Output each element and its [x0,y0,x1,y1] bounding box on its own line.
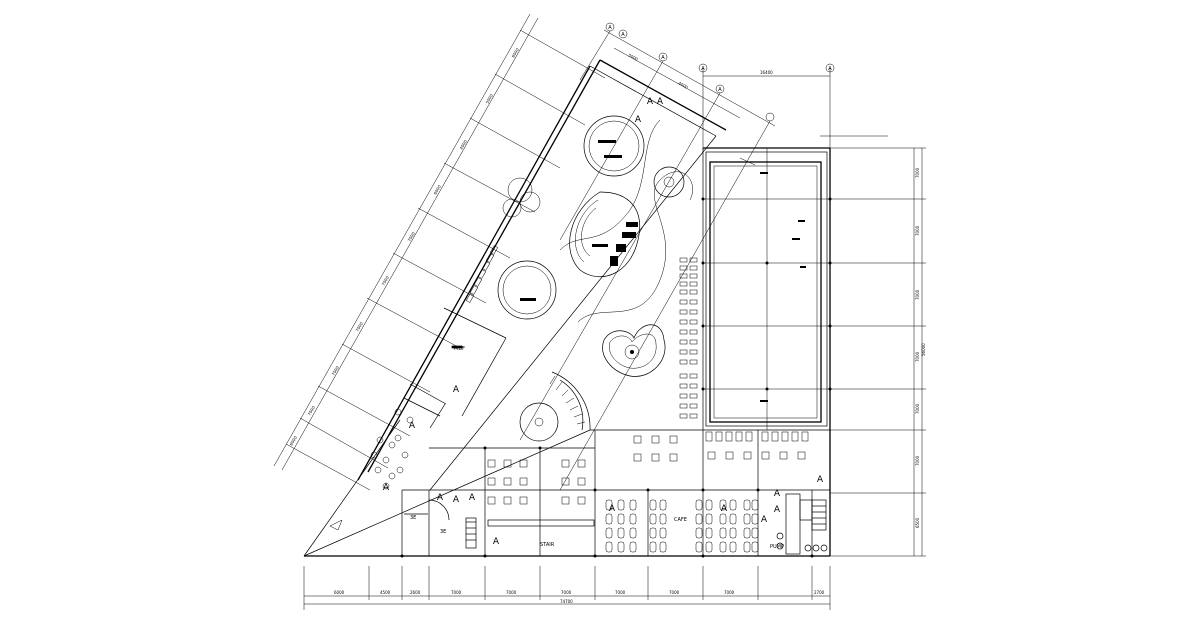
dim-text: 4000 [459,139,469,151]
landscape-features [497,115,693,442]
room-letter: A [409,421,416,431]
dim-text: 6000 [433,184,443,196]
room-letter: A [657,97,664,107]
bottom-dimension-lines [303,566,831,610]
dim-total-text: 56000 [921,343,926,356]
room-letter: A [383,483,390,493]
curved-stair [549,371,591,431]
room-letter: A [453,385,460,395]
room-letter: A [453,495,460,505]
room-tag: PUMP [770,544,784,550]
slanted-wall-seating [465,245,499,303]
dim-text: 7000 [915,403,920,414]
dim-text: 6500 [915,517,920,528]
dim-text: 7000 [355,321,365,333]
dining-tables-center [487,431,809,505]
dim-text: 7000 [561,590,572,595]
dim-text: 7000 [915,225,920,236]
room-letter: A [647,97,654,107]
room-tag: CAFE [674,517,687,523]
lounge-chairs [679,257,698,419]
axis-label: A [608,25,612,31]
dim-text: 7000 [915,167,920,178]
building-outline [303,59,831,557]
dim-text: 7000 [451,590,462,595]
room-tag: MDF [454,346,465,352]
dim-text: 5000 [628,53,640,63]
bottom-room-partitions [401,430,828,556]
room-tag: STAIR [540,542,555,548]
dim-text: 7000 [915,289,920,300]
dim-total-text: 74700 [560,599,573,604]
swimming-pool [703,148,830,430]
angle-marker [329,519,343,531]
top-dimension-line [698,63,888,150]
dim-text: 6000 [289,435,299,447]
room-letter: A [721,504,728,514]
diagonal-dimension-lines [273,13,776,491]
bottom-dimension-text: 6000 4500 2600 7000 7000 7000 7000 7000 … [334,590,825,604]
room-tags: MDF 3E 3E STAIR PUMP CAFE [410,346,784,550]
column-dots [400,197,832,558]
dim-text: 7000 [915,351,920,362]
axis-label: A [718,87,722,93]
dim-text: 7000 [331,365,341,377]
room-letter: A [469,493,476,503]
dim-text: 7000 [381,275,391,287]
room-letter: A [774,489,781,499]
room-letter: A [493,537,500,547]
dim-text: 2600 [410,590,421,595]
axis-label: A [701,66,705,72]
room-letter: A [817,475,824,485]
dim-text: 4000 [678,81,690,91]
room-tag: 3E [410,515,416,521]
axis-label: A [621,32,625,38]
dim-text: 5000 [485,93,495,105]
room-tag: 3E [440,529,446,535]
room-letter: A [437,493,444,503]
dining-tables-left [370,408,414,490]
dim-text: 2700 [814,590,825,595]
dim-text: 7000 [307,405,317,417]
axis-label: A [661,55,665,61]
axis-bubbles [519,22,775,491]
dim-text: 7000 [615,590,626,595]
booth-seating [605,499,759,553]
dim-text: 7000 [724,590,735,595]
room-letter: A [774,505,781,515]
slanted-wing-rooms [403,307,507,429]
dim-text: 6000 [334,590,345,595]
dim-text: 7000 [915,455,920,466]
diagonal-dimension-text: 6000 5000 4000 6000 7000 7000 7000 7000 … [289,47,690,447]
axis-label: A [828,66,832,72]
dim-text: 7000 [669,590,680,595]
dim-text: 6000 [511,47,521,59]
dim-text: 4500 [380,590,391,595]
top-dimension-text: 16400 [760,70,773,75]
room-letter: A [609,504,616,514]
right-dimension-text: 7000 7000 7000 7000 7000 7000 6500 56000 [915,167,926,528]
dim-text: 7000 [407,231,417,243]
right-dimension-lines [830,147,926,557]
room-letter: A [761,515,768,525]
axis-labels: A A A A A A [608,25,832,93]
room-letter: A [635,115,642,125]
dim-text: 7000 [506,590,517,595]
room-letter-labels: A A A A A A A A A A A A A A A A [383,97,824,547]
